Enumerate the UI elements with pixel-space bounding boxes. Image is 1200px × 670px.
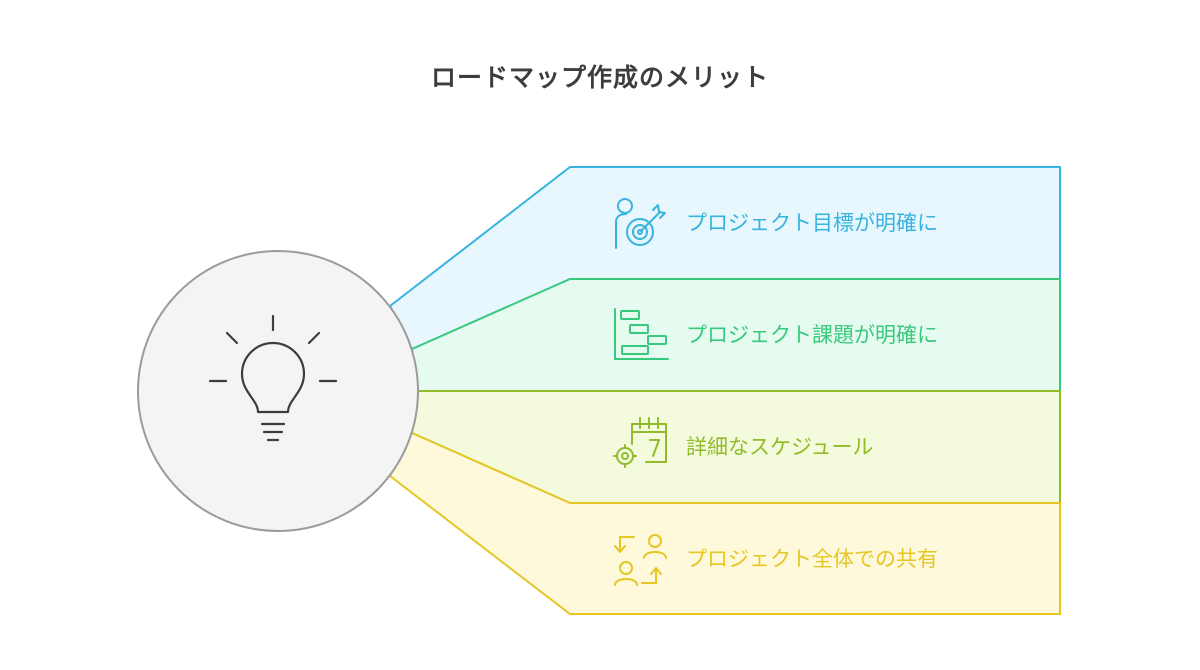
label-issue: プロジェクト課題が明確に <box>686 323 938 347</box>
lightbulb-icon <box>208 314 338 442</box>
label-goal: プロジェクト目標が明確に <box>686 211 938 235</box>
calendar-gear-icon <box>613 417 667 468</box>
target-person-icon <box>615 198 666 249</box>
center-circle <box>137 250 419 532</box>
gantt-chart-icon <box>614 308 669 360</box>
label-schedule: 詳細なスケジュール <box>686 435 874 459</box>
people-exchange-icon <box>614 534 667 586</box>
diagram-title: ロードマップ作成のメリット <box>430 63 769 92</box>
center-node <box>137 250 419 532</box>
label-share: プロジェクト全体での共有 <box>686 547 938 571</box>
